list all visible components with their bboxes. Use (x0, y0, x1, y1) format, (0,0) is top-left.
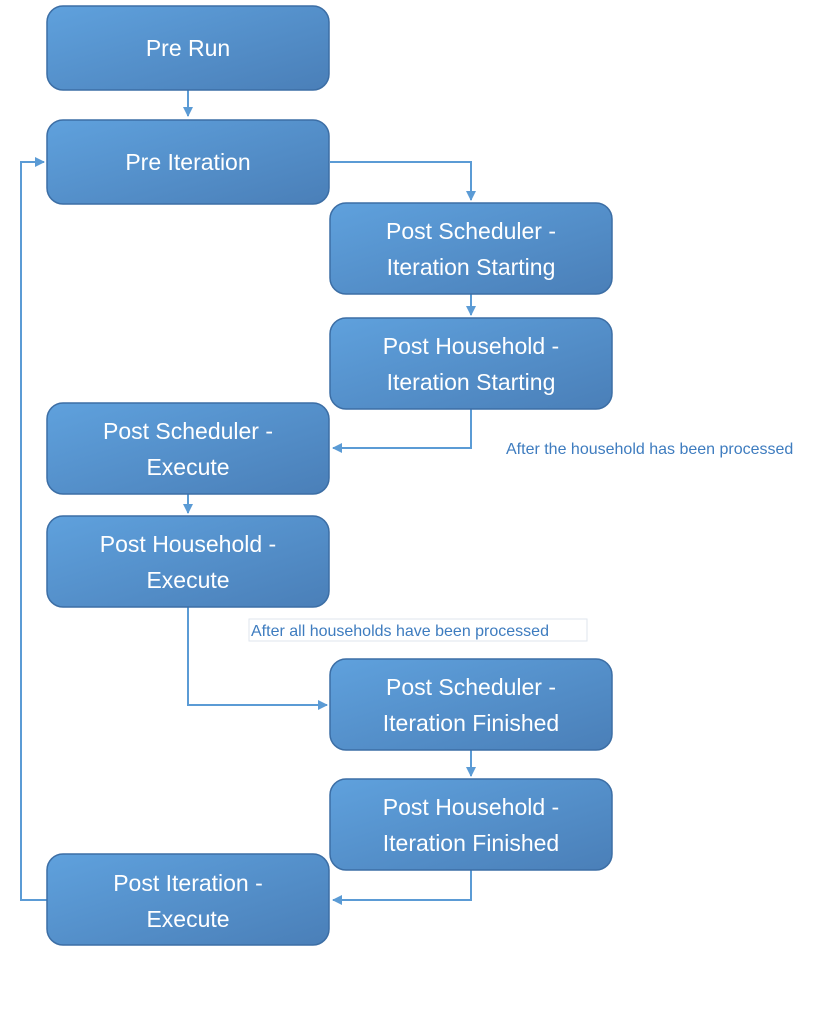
annotations: After the household has been processed A… (248, 441, 793, 642)
node-post-scheduler-iteration-starting[interactable]: Post Scheduler - Iteration Starting (329, 202, 613, 295)
node-post-scheduler-iteration-finished-line1: Post Scheduler - (386, 674, 556, 700)
node-post-iteration-execute[interactable]: Post Iteration - Execute (46, 853, 330, 946)
node-post-household-iteration-starting-line1: Post Household - (383, 333, 559, 359)
node-post-household-iteration-starting-line2: Iteration Starting (387, 369, 556, 395)
node-post-iteration-execute-line1: Post Iteration - (113, 870, 263, 896)
note-after-all-households-box (248, 618, 588, 642)
node-pre-iteration[interactable]: Pre Iteration (46, 119, 330, 205)
node-post-household-execute[interactable]: Post Household - Execute (46, 515, 330, 608)
node-post-scheduler-execute-line1: Post Scheduler - (103, 418, 273, 444)
node-pre-iteration-label: Pre Iteration (125, 149, 250, 175)
node-post-household-iteration-starting[interactable]: Post Household - Iteration Starting (329, 317, 613, 410)
node-pre-run[interactable]: Pre Run (46, 5, 330, 91)
node-post-scheduler-execute-line2: Execute (146, 454, 229, 480)
edge-pre-iteration-to-post-scheduler-iteration-starting (330, 161, 476, 201)
edge-post-household-iteration-finished-to-post-iteration-execute (332, 870, 472, 905)
node-post-scheduler-execute[interactable]: Post Scheduler - Execute (46, 402, 330, 495)
note-after-all-households: After all households have been processed (251, 623, 549, 640)
node-pre-run-label: Pre Run (146, 35, 230, 61)
edges (20, 90, 476, 905)
node-post-scheduler-iteration-finished-line2: Iteration Finished (383, 710, 559, 736)
edge-post-iteration-execute-loop-to-pre-iteration (20, 157, 47, 901)
node-post-scheduler-iteration-starting-line2: Iteration Starting (387, 254, 556, 280)
node-post-iteration-execute-line2: Execute (146, 906, 229, 932)
node-post-scheduler-iteration-finished[interactable]: Post Scheduler - Iteration Finished (329, 658, 613, 751)
edge-post-household-execute-to-post-scheduler-iteration-finished (187, 607, 328, 710)
node-post-household-iteration-finished-line2: Iteration Finished (383, 830, 559, 856)
node-post-household-execute-line1: Post Household - (100, 531, 276, 557)
node-post-household-iteration-finished-line1: Post Household - (383, 794, 559, 820)
node-post-household-iteration-finished[interactable]: Post Household - Iteration Finished (329, 778, 613, 871)
node-post-household-execute-line2: Execute (146, 567, 229, 593)
note-after-household: After the household has been processed (506, 441, 793, 458)
edge-post-household-iteration-starting-to-post-scheduler-execute (332, 409, 472, 453)
node-post-scheduler-iteration-starting-line1: Post Scheduler - (386, 218, 556, 244)
